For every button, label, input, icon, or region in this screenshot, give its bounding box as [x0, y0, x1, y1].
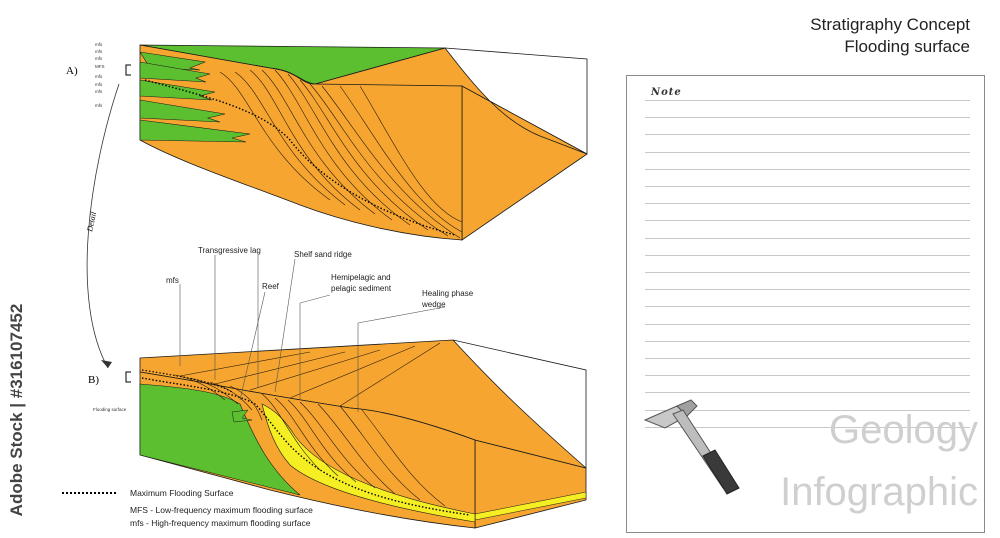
- note-line: [645, 168, 970, 170]
- legend-low-text: MFS - Low-frequency maximum flooding sur…: [130, 505, 313, 515]
- note-line: [645, 117, 970, 119]
- legend-low: MFS - Low-frequency maximum flooding sur…: [130, 505, 313, 515]
- note-line: [645, 237, 970, 239]
- callout-texts: mfs Transgressive lag Shelf sand ridge R…: [166, 246, 474, 309]
- note-line: [645, 203, 970, 205]
- block-a-clinoforms: [219, 69, 463, 239]
- brand-infographic: Infographic: [780, 470, 978, 514]
- note-line: [645, 186, 970, 187]
- callout-reef: Reef: [262, 282, 280, 291]
- block-b-mfs-line: [141, 369, 233, 393]
- block-b: [125, 255, 587, 529]
- block-b-label: B): [88, 374, 99, 386]
- block-a-green-wedges: [139, 51, 251, 143]
- note-line: [645, 151, 970, 153]
- callout-lines: [179, 255, 446, 412]
- detail-arrowhead: [101, 360, 112, 368]
- side-label-4: MFS: [95, 64, 105, 69]
- note-line: [645, 220, 970, 222]
- brand-geology: Geology: [829, 408, 978, 452]
- note-line: [645, 306, 970, 308]
- stock-watermark-text: Adobe Stock | #316107452: [7, 303, 26, 517]
- callout-heal-2: wedge: [421, 300, 446, 309]
- note-line: [645, 375, 970, 377]
- side-label-7: mfs: [95, 89, 103, 94]
- block-b-yellow-wedge: [261, 403, 476, 523]
- side-label-3: mfs: [95, 56, 103, 61]
- legend-high: mfs - High-frequency maximum flooding su…: [130, 518, 310, 528]
- detail-arrow: [86, 83, 120, 369]
- note-line: [645, 254, 970, 256]
- note-line: [645, 392, 970, 394]
- hammer-icon: [643, 399, 740, 495]
- note-line: [645, 409, 970, 411]
- block-a-bracket: [125, 64, 131, 76]
- note-line: [645, 426, 970, 428]
- block-a-right-wall: [461, 85, 588, 241]
- callout-lag: Transgressive lag: [198, 246, 261, 255]
- legend-maximum-text: Maximum Flooding Surface: [130, 488, 234, 498]
- block-a-mfs-line: [144, 79, 456, 236]
- block-b-top-divisions: [179, 342, 441, 407]
- note-line: [645, 323, 970, 325]
- block-b-bracket: [125, 371, 131, 383]
- callout-hemi-2: pelagic sediment: [331, 284, 392, 293]
- block-b-reef: [231, 409, 253, 423]
- note-label: Note: [651, 87, 682, 98]
- side-label-1: mfs: [95, 42, 103, 47]
- block-b-flooding-line: [141, 377, 471, 516]
- legend-maximum: Maximum Flooding Surface: [62, 488, 233, 498]
- flooding-surface-label: Flooding surface: [93, 407, 127, 412]
- callout-heal-1: Healing phase: [422, 289, 474, 298]
- title-line-2: Flooding surface: [844, 37, 970, 56]
- callout-mfs: mfs: [166, 276, 179, 285]
- detail-label: Detail: [85, 210, 98, 233]
- note-line: [645, 100, 970, 101]
- block-b-frame: [452, 339, 587, 468]
- callout-hemi-1: Hemipelagic and: [331, 273, 391, 282]
- side-label-5: mfs: [95, 74, 103, 79]
- block-a-side-labels: mfs mfs mfs MFS mfs mfs mfs mfs: [95, 42, 105, 108]
- side-label-8: mfs: [95, 103, 103, 108]
- legend-dotted-swatch: [62, 492, 116, 494]
- block-a: [86, 44, 588, 369]
- note-line: [645, 289, 970, 291]
- stock-watermark: Adobe Stock | #316107452: [2, 300, 28, 530]
- note-line: [645, 272, 970, 273]
- side-label-2: mfs: [95, 49, 103, 54]
- block-a-label: A): [66, 65, 78, 77]
- side-label-6: mfs: [95, 82, 103, 87]
- block-b-clinoforms: [174, 374, 446, 507]
- block-b-green-unit: [139, 383, 301, 496]
- legend-high-text: mfs - High-frequency maximum flooding su…: [130, 518, 311, 528]
- note-line: [645, 134, 970, 136]
- title-line-1: Stratigraphy Concept: [810, 15, 970, 34]
- block-a-frame: [444, 47, 588, 154]
- note-line: [645, 358, 970, 359]
- callout-ridge: Shelf sand ridge: [294, 250, 352, 259]
- note-line: [645, 340, 970, 342]
- note-panel: Note: [626, 75, 985, 533]
